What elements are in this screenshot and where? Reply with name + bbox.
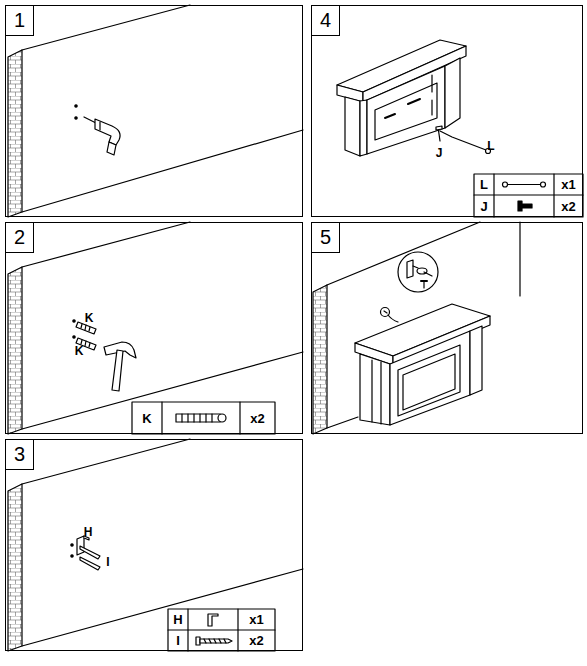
detail-inset	[398, 252, 438, 292]
table-cell: x1	[554, 174, 583, 195]
callout-letter: K	[81, 310, 97, 326]
callout-letter: H	[80, 524, 96, 540]
bracket-icon	[208, 614, 218, 626]
brick-wall	[313, 222, 520, 434]
fireplace-surround-back	[337, 40, 466, 156]
table-cell: x2	[238, 630, 275, 651]
screw-icon	[518, 201, 532, 211]
table-cell: x2	[554, 195, 583, 217]
wall-hook	[381, 308, 399, 323]
brick-wall	[8, 222, 303, 434]
table-cell: H	[168, 609, 188, 630]
step-panel: 1	[5, 5, 303, 217]
table-cell: I	[168, 630, 188, 651]
step-number: 4	[312, 6, 340, 36]
parts-table	[132, 402, 275, 434]
parts-table	[168, 609, 275, 651]
callout-letter: J	[431, 145, 447, 161]
parts-table	[474, 174, 583, 217]
step-panel: 5	[311, 222, 583, 434]
brick-wall	[8, 439, 303, 651]
callout-letter: K	[71, 343, 87, 359]
step-panel: 4	[311, 5, 583, 217]
step-number: 1	[6, 6, 34, 36]
safety-cable	[436, 126, 491, 154]
table-cell: x1	[238, 609, 275, 630]
step-number: 3	[6, 440, 34, 470]
anchor-icon	[176, 414, 226, 422]
table-cell: J	[474, 195, 494, 217]
drill	[75, 105, 120, 155]
brick-wall	[8, 5, 303, 217]
table-cell: x2	[240, 402, 275, 434]
callout-letter: I	[100, 554, 116, 570]
table-cell: L	[474, 174, 494, 195]
cable-icon	[503, 182, 546, 187]
hammer	[104, 342, 136, 391]
step-panel: 2	[5, 222, 303, 434]
callout-letter: L	[483, 138, 499, 154]
wall-bracket	[71, 536, 100, 570]
screw-icon	[196, 637, 232, 645]
step-number: 2	[6, 223, 34, 253]
fireplace-surround	[355, 304, 490, 425]
step-number: 5	[312, 223, 340, 253]
table-cell: K	[132, 402, 162, 434]
